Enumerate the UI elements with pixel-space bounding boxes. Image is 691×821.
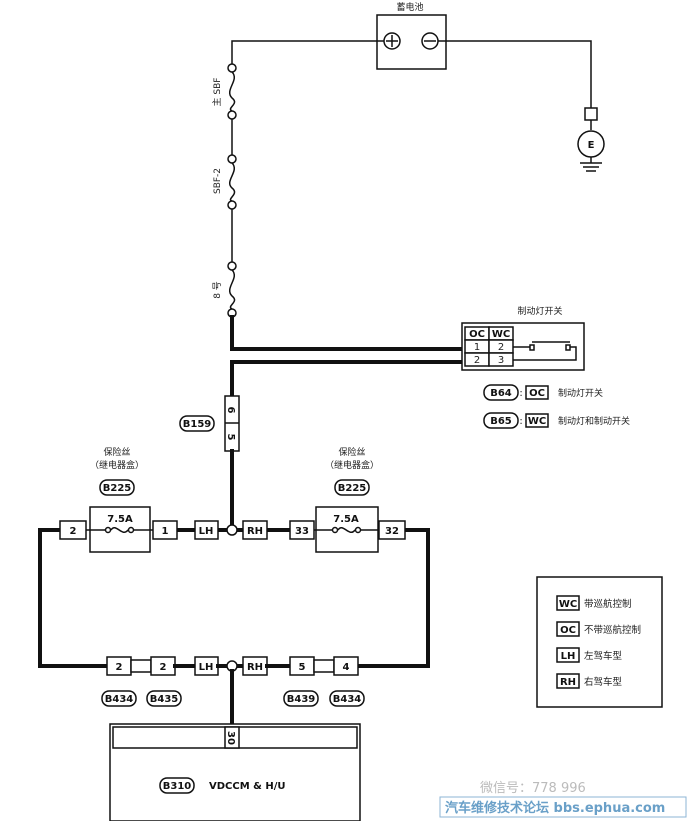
brake-switch-feed-wire bbox=[230, 315, 464, 351]
brake-switch-pin: 2 bbox=[474, 355, 480, 366]
legend-code: WC bbox=[559, 599, 577, 610]
watermark-faded: 微信号：778 996 bbox=[480, 781, 586, 796]
brake-switch-output-wire bbox=[230, 360, 464, 398]
brake-switch-pin: 1 bbox=[474, 342, 480, 353]
relay-fuse-right-element bbox=[314, 526, 379, 534]
switch-legend-b64 bbox=[483, 384, 549, 401]
ground-label: E bbox=[588, 140, 595, 151]
bottom-connector-b434-right bbox=[333, 656, 359, 676]
brake-switch-pin-table bbox=[464, 326, 514, 367]
legend-desc: 左驾车型 bbox=[584, 650, 623, 662]
svg-text:B439: B439 bbox=[287, 694, 316, 705]
brake-switch-title: 制动灯开关 bbox=[517, 305, 562, 317]
relay-fuse-left-rating: 7.5A bbox=[107, 514, 133, 525]
svg-text:2: 2 bbox=[70, 526, 77, 537]
bottom-connector-badges bbox=[101, 690, 365, 707]
switch-legend-desc: 制动灯和制动开关 bbox=[558, 415, 630, 427]
relay-fuse-left-element bbox=[86, 526, 153, 534]
svg-text:2: 2 bbox=[160, 662, 167, 673]
relay-fuse-right-title: 保险丝 bbox=[338, 446, 365, 458]
svg-text:RH: RH bbox=[247, 526, 263, 537]
left-loop-wire bbox=[38, 528, 109, 668]
svg-text:2: 2 bbox=[116, 662, 123, 673]
fuse-main-sbf-label: 主 SBF bbox=[211, 78, 223, 107]
vdccm-name: VDCCM & H/U bbox=[209, 781, 286, 792]
legend-desc: 不带巡航控制 bbox=[584, 624, 641, 636]
b159-pin-bottom: 5 bbox=[225, 434, 236, 441]
vdccm-badge bbox=[159, 777, 195, 794]
switch-legend-code: B64 bbox=[490, 388, 512, 399]
svg-text:B434: B434 bbox=[333, 694, 362, 705]
svg-text::: : bbox=[519, 416, 522, 427]
svg-text:4: 4 bbox=[343, 662, 350, 673]
relay-fuse-right-code: B225 bbox=[338, 483, 367, 494]
svg-text:5: 5 bbox=[299, 662, 306, 673]
svg-text:1: 1 bbox=[162, 526, 169, 537]
relay-fuse-left-subtitle: （继电器盒） bbox=[90, 459, 144, 471]
switch-legend-type: OC bbox=[529, 388, 545, 399]
watermark-box bbox=[439, 796, 687, 818]
switch-legend-code: B65 bbox=[490, 416, 512, 427]
battery-label: 蓄电池 bbox=[396, 1, 423, 13]
svg-text:30: 30 bbox=[225, 731, 236, 745]
vdccm-pin-30 bbox=[224, 726, 240, 749]
relay-fuse-left-code: B225 bbox=[103, 483, 132, 494]
switch-legend-type: WC bbox=[528, 416, 546, 427]
switch-legend-desc: 制动灯开关 bbox=[558, 387, 603, 399]
relay-fuse-right-subtitle: （继电器盒） bbox=[325, 459, 379, 471]
svg-text:LH: LH bbox=[199, 662, 214, 673]
svg-text:B434: B434 bbox=[105, 694, 134, 705]
watermark-site: 汽车维修技术论坛 bbs.ephua.com bbox=[445, 800, 665, 816]
fuse-sbf2 bbox=[227, 154, 237, 210]
relay-fuse-right-badge bbox=[334, 479, 370, 496]
relay-fuse-left-title: 保险丝 bbox=[103, 446, 130, 458]
brake-switch-header-oc: OC bbox=[469, 329, 485, 340]
b159-badge bbox=[179, 415, 215, 432]
legend-desc: 带巡航控制 bbox=[584, 598, 632, 610]
svg-text::: : bbox=[519, 388, 522, 399]
battery-minus-terminal bbox=[421, 32, 439, 50]
ground-connector bbox=[584, 107, 598, 121]
b159-pin-top: 6 bbox=[225, 407, 236, 414]
vdccm-code: B310 bbox=[163, 781, 192, 792]
svg-text:RH: RH bbox=[247, 662, 263, 673]
fuse-no8-label: 8 号 bbox=[212, 281, 223, 299]
relay-fuse-right-rating: 7.5A bbox=[333, 514, 359, 525]
svg-text:33: 33 bbox=[295, 526, 309, 537]
fuse-no8 bbox=[227, 261, 237, 318]
fuse-main-sbf bbox=[227, 63, 237, 120]
legend-code: RH bbox=[560, 677, 576, 688]
right-loop-wire bbox=[356, 528, 430, 668]
relay-fuse-left-badge bbox=[99, 479, 135, 496]
svg-text:B435: B435 bbox=[150, 694, 179, 705]
junction-top-rh bbox=[242, 520, 268, 540]
legend-code: OC bbox=[560, 625, 576, 636]
legend-code: LH bbox=[561, 651, 576, 662]
junction-top-node bbox=[226, 524, 238, 536]
svg-text:LH: LH bbox=[199, 526, 214, 537]
battery-positive-wire bbox=[231, 40, 384, 64]
brake-switch-header-wc: WC bbox=[492, 329, 510, 340]
brake-switch-pin: 2 bbox=[498, 342, 504, 353]
b159-code: B159 bbox=[183, 419, 212, 430]
fuse-sbf2-label: SBF-2 bbox=[213, 168, 223, 194]
ground-wire bbox=[438, 40, 592, 108]
legend-desc: 右驾车型 bbox=[584, 676, 623, 688]
svg-text:32: 32 bbox=[385, 526, 399, 537]
brake-switch-pin: 3 bbox=[498, 355, 504, 366]
switch-contact-symbol bbox=[513, 341, 577, 361]
junction-top-lh bbox=[194, 520, 219, 540]
switch-legend-b65 bbox=[483, 412, 549, 429]
battery-plus-terminal bbox=[383, 32, 401, 50]
